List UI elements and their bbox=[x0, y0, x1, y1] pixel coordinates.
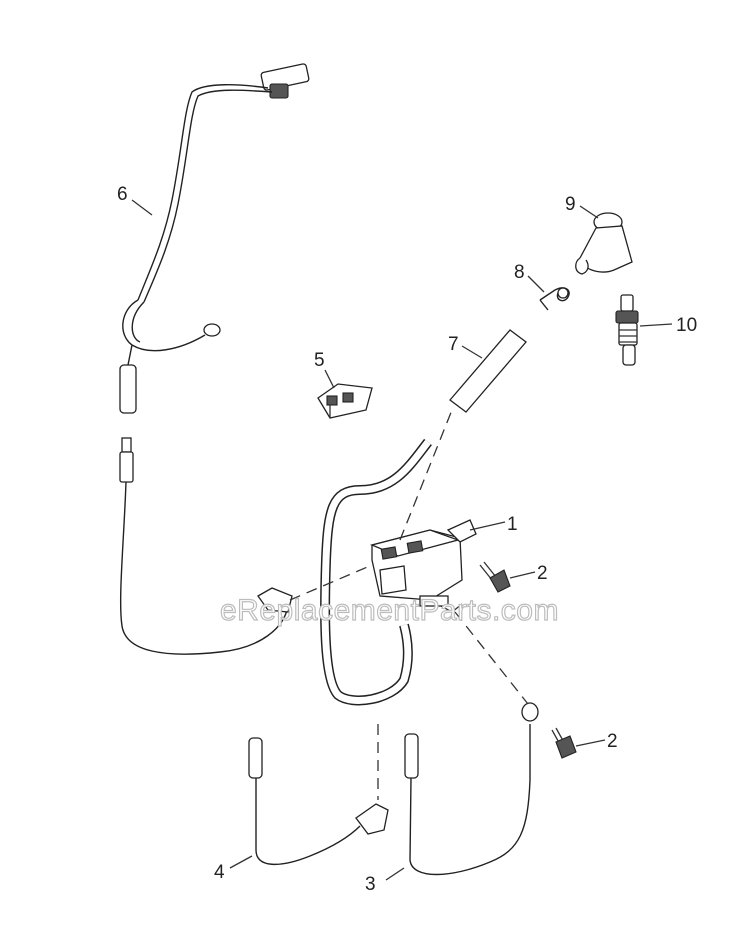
dash-coil-up bbox=[399, 409, 453, 541]
leader-5 bbox=[324, 369, 335, 389]
dash-left bbox=[289, 564, 373, 601]
leader-1 bbox=[469, 521, 506, 531]
callout-4: 4 bbox=[214, 862, 225, 883]
part-6-wire-harness[interactable] bbox=[119, 63, 310, 414]
part-3-ring-lead[interactable] bbox=[404, 702, 539, 876]
part-5-switch[interactable] bbox=[317, 383, 373, 419]
dash-right bbox=[454, 611, 529, 705]
stop-wire-loop[interactable] bbox=[119, 437, 293, 655]
callout-6: 6 bbox=[117, 184, 128, 205]
leader-2b bbox=[575, 739, 606, 747]
callout-8: 8 bbox=[514, 262, 525, 283]
leader-8 bbox=[527, 275, 545, 293]
callout-2-lower: 2 bbox=[607, 731, 618, 752]
callout-3: 3 bbox=[365, 874, 376, 895]
part-9-plug-boot[interactable] bbox=[575, 212, 633, 275]
callout-2-upper: 2 bbox=[537, 563, 548, 584]
leader-7 bbox=[461, 345, 483, 359]
leader-9 bbox=[579, 205, 599, 219]
part-7-tube[interactable] bbox=[449, 329, 527, 413]
leader-6 bbox=[131, 199, 153, 216]
watermark-text: eReplacementParts.com bbox=[220, 594, 559, 627]
callout-1: 1 bbox=[507, 514, 518, 535]
callout-10: 10 bbox=[676, 315, 697, 336]
part-2-screw-upper[interactable] bbox=[479, 561, 511, 593]
leader-2a bbox=[509, 571, 536, 579]
leader-10 bbox=[639, 323, 673, 327]
callout-7: 7 bbox=[448, 334, 459, 355]
leader-3 bbox=[385, 867, 405, 881]
part-8-spring[interactable] bbox=[539, 287, 570, 311]
part-4-ground-lead[interactable] bbox=[248, 737, 389, 866]
callout-5: 5 bbox=[314, 350, 325, 371]
part-2-screw-lower[interactable] bbox=[551, 727, 577, 759]
leader-4 bbox=[229, 855, 253, 869]
part-1-ignition-coil[interactable] bbox=[320, 438, 477, 706]
callout-9: 9 bbox=[565, 194, 576, 215]
part-10-spark-plug[interactable] bbox=[615, 294, 639, 366]
